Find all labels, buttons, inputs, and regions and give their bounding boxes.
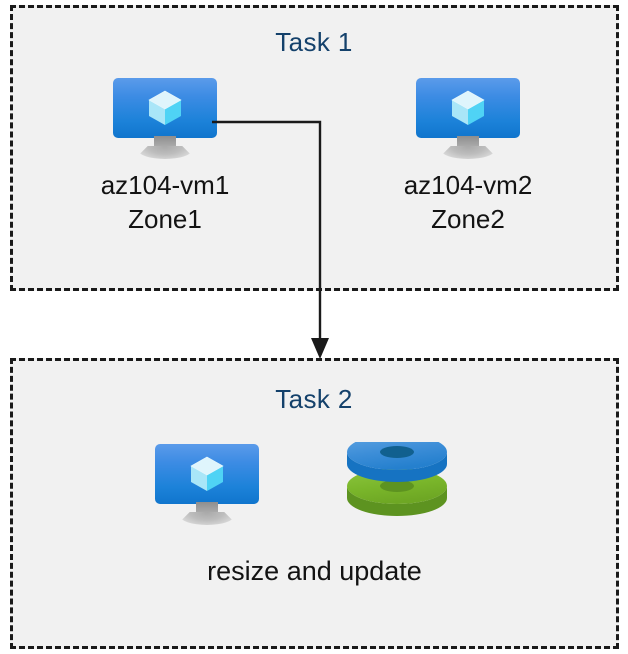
task-2-title: Task 2 <box>275 384 353 414</box>
cube-glyph <box>451 90 485 125</box>
cube-glyph <box>190 456 224 491</box>
virtual-machine-icon[interactable] <box>155 444 259 525</box>
virtual-machine-icon <box>416 78 520 159</box>
down-arrow-icon <box>311 338 329 359</box>
vm-node-az104-vm2[interactable]: az104-vm2 Zone2 <box>363 78 573 236</box>
disk-platter-blue <box>347 434 447 482</box>
task-1-title: Task 1 <box>275 27 353 57</box>
monitor-base <box>138 146 192 159</box>
cube-glyph <box>148 90 182 125</box>
disks-glyph <box>347 434 447 516</box>
vm-name-label: az104-vm1 <box>100 170 230 200</box>
vm-node-az104-vm1[interactable]: az104-vm1 Zone1 <box>60 78 270 236</box>
vm-zone-label: Zone1 <box>128 204 202 234</box>
monitor-base <box>441 146 495 159</box>
task-2-caption: resize and update <box>207 556 422 586</box>
vm-label-group: az104-vm2 Zone2 <box>363 168 573 236</box>
vm-label-group: az104-vm1 Zone1 <box>60 168 270 236</box>
virtual-machine-icon <box>113 78 217 159</box>
vm-zone-label: Zone2 <box>431 204 505 234</box>
task-2-container <box>10 358 619 649</box>
managed-disks-icon[interactable] <box>344 434 450 516</box>
vm-name-label: az104-vm2 <box>403 170 533 200</box>
monitor-base <box>180 512 234 525</box>
task-2-icon-row <box>10 434 619 526</box>
